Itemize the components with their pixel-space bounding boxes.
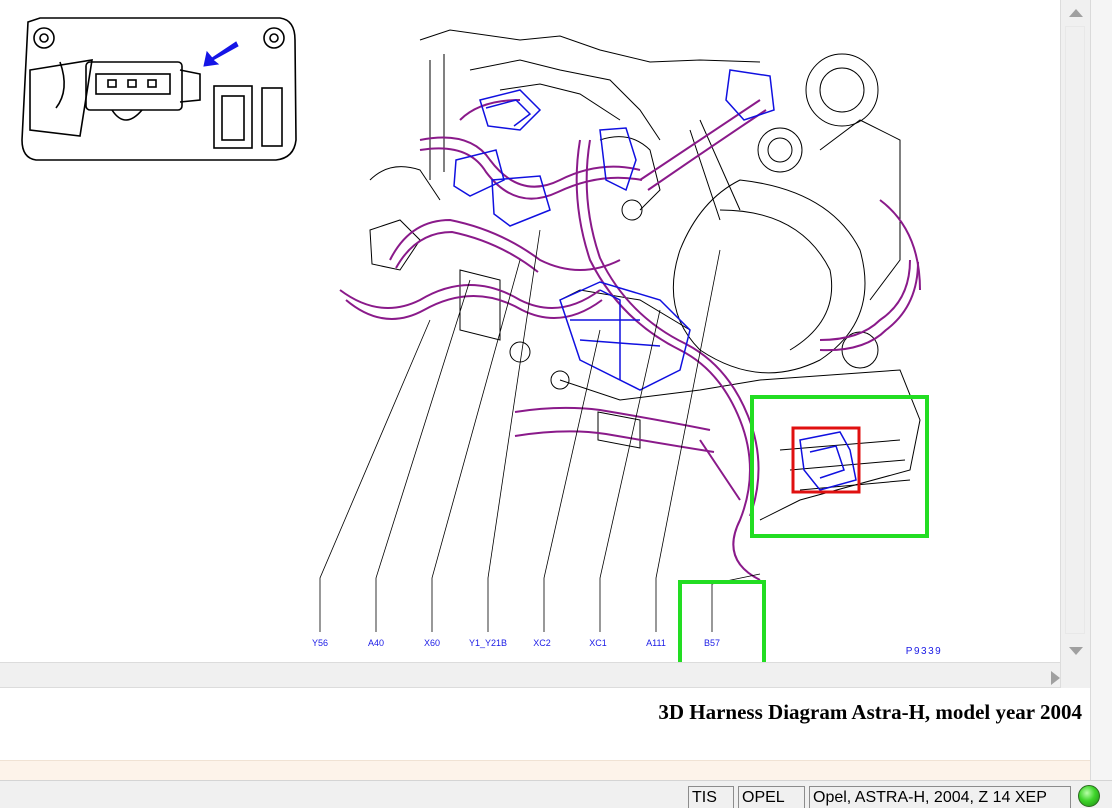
triangle-right-icon[interactable] — [1046, 668, 1066, 688]
horizontal-scrollbar[interactable] — [0, 662, 1060, 688]
wiring-harness — [339, 99, 921, 581]
triangle-down-icon[interactable] — [1065, 640, 1087, 662]
callout-xc1[interactable]: XC1 — [589, 638, 607, 648]
callout-leader-lines — [319, 229, 761, 632]
callout-labels: Y56 A40 X60 Y1_Y21B XC2 XC1 A111 B57 P93… — [312, 638, 942, 657]
connectors — [453, 69, 857, 491]
vertical-scroll-thumb[interactable] — [1065, 26, 1085, 634]
info-band — [0, 760, 1090, 781]
engine-outline — [369, 29, 921, 521]
side-panel-edge — [1090, 0, 1112, 780]
callout-y1-y21b[interactable]: Y1_Y21B — [469, 638, 507, 648]
callout-b57[interactable]: B57 — [704, 638, 720, 648]
callout-highlight-box — [678, 580, 766, 662]
callout-a111[interactable]: A111 — [646, 638, 666, 648]
diagram-caption: 3D Harness Diagram Astra-H, model year 2… — [658, 700, 1082, 724]
callout-a40[interactable]: A40 — [368, 638, 384, 648]
status-vehicle: Opel, ASTRA-H, 2004, Z 14 XEP — [809, 786, 1071, 808]
vertical-scrollbar[interactable] — [1060, 0, 1091, 688]
inset-locator-diagram — [21, 17, 297, 161]
diagram-viewport[interactable]: Y56 A40 X60 Y1_Y21B XC2 XC1 A111 B57 P93… — [0, 0, 1060, 662]
caption-area: 3D Harness Diagram Astra-H, model year 2… — [0, 688, 1090, 760]
callout-y56[interactable]: Y56 — [312, 638, 328, 648]
status-app: TIS — [688, 786, 734, 808]
figure-reference: P9339 — [906, 646, 942, 657]
status-brand: OPEL — [738, 786, 805, 808]
component-highlight-box — [750, 395, 929, 538]
status-bar: TIS OPEL Opel, ASTRA-H, 2004, Z 14 XEP — [0, 780, 1112, 808]
callout-x60[interactable]: X60 — [424, 638, 440, 648]
green-status-light-icon — [1078, 785, 1100, 807]
harness-diagram: Y56 A40 X60 Y1_Y21B XC2 XC1 A111 B57 P93… — [21, 17, 942, 662]
triangle-up-icon[interactable] — [1065, 2, 1087, 24]
callout-xc2[interactable]: XC2 — [533, 638, 551, 648]
inset-pointer-arrow — [203, 41, 239, 67]
component-selection-box — [791, 426, 861, 494]
